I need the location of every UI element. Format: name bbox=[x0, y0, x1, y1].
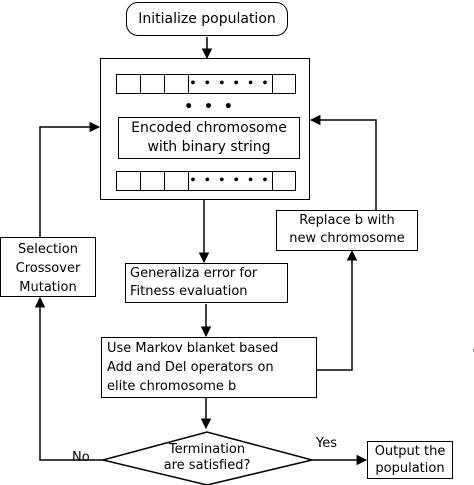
chromosome-cell bbox=[165, 75, 189, 93]
encoded-chromosome-node: Encoded chromosome with binary string bbox=[118, 117, 300, 159]
edge-termination-no bbox=[34, 296, 103, 461]
chromosome-row-bottom: • • • • • • bbox=[116, 171, 296, 191]
chromosome-cell-dots: • • • • • • bbox=[189, 172, 273, 190]
chromosome-cell bbox=[165, 172, 189, 190]
edge-markov-to-replace bbox=[317, 249, 358, 371]
chromosome-cell bbox=[141, 75, 165, 93]
replace-line-1: Replace b with bbox=[299, 213, 395, 228]
termination-line-2: are satisfied? bbox=[163, 458, 251, 473]
replace-node: Replace b with new chromosome bbox=[276, 210, 418, 251]
fitness-line-2: Fitness evaluation bbox=[130, 284, 248, 299]
fitness-line-1: Generaliza error for bbox=[130, 266, 258, 281]
ellipsis-dots: • • • bbox=[180, 99, 240, 115]
selection-line-1: Selection bbox=[18, 242, 78, 257]
chromosome-cell bbox=[117, 172, 141, 190]
markov-line-3: elite chromosome b bbox=[107, 379, 237, 394]
termination-diamond bbox=[102, 431, 313, 485]
selection-line-2: Crossover bbox=[15, 261, 81, 276]
chromosome-cell-dots: • • • • • • bbox=[189, 75, 273, 93]
edge-selection-to-population bbox=[39, 121, 101, 237]
population-box bbox=[100, 58, 310, 200]
output-line-1: Output the bbox=[374, 444, 446, 459]
selection-node: Selection Crossover Mutation bbox=[0, 237, 96, 297]
edge-replace-to-population bbox=[309, 114, 377, 210]
chromosome-row-top: • • • • • • bbox=[116, 74, 296, 94]
row-dots: • • • • • • bbox=[190, 173, 271, 188]
row-dots: • • • • • • bbox=[190, 76, 271, 91]
markov-line-2: Add and Del operators on bbox=[107, 360, 274, 375]
markov-line-1: Use Markov blanket based bbox=[107, 341, 279, 356]
chromosome-cell bbox=[273, 75, 295, 93]
encoded-line-1: Encoded chromosome bbox=[131, 120, 287, 136]
output-node: Output the population bbox=[367, 441, 453, 479]
output-line-2: population bbox=[375, 461, 445, 476]
termination-label: Termination are satisfied? bbox=[140, 442, 274, 474]
no-label: No bbox=[72, 450, 90, 465]
replace-line-2: new chromosome bbox=[289, 231, 405, 246]
termination-line-1: Termination bbox=[168, 442, 246, 457]
markov-node: Use Markov blanket based Add and Del ope… bbox=[101, 337, 317, 398]
chromosome-cell bbox=[117, 75, 141, 93]
init-node: Initialize population bbox=[126, 2, 288, 36]
chromosome-cell bbox=[273, 172, 295, 190]
yes-label: Yes bbox=[316, 436, 337, 451]
ellipsis-dots-text: • • • bbox=[184, 99, 236, 115]
chromosome-cell bbox=[141, 172, 165, 190]
selection-line-3: Mutation bbox=[19, 280, 77, 295]
fitness-node: Generaliza error for Fitness evaluation bbox=[125, 263, 288, 303]
init-label: Initialize population bbox=[138, 11, 276, 27]
encoded-line-2: with binary string bbox=[147, 139, 271, 155]
